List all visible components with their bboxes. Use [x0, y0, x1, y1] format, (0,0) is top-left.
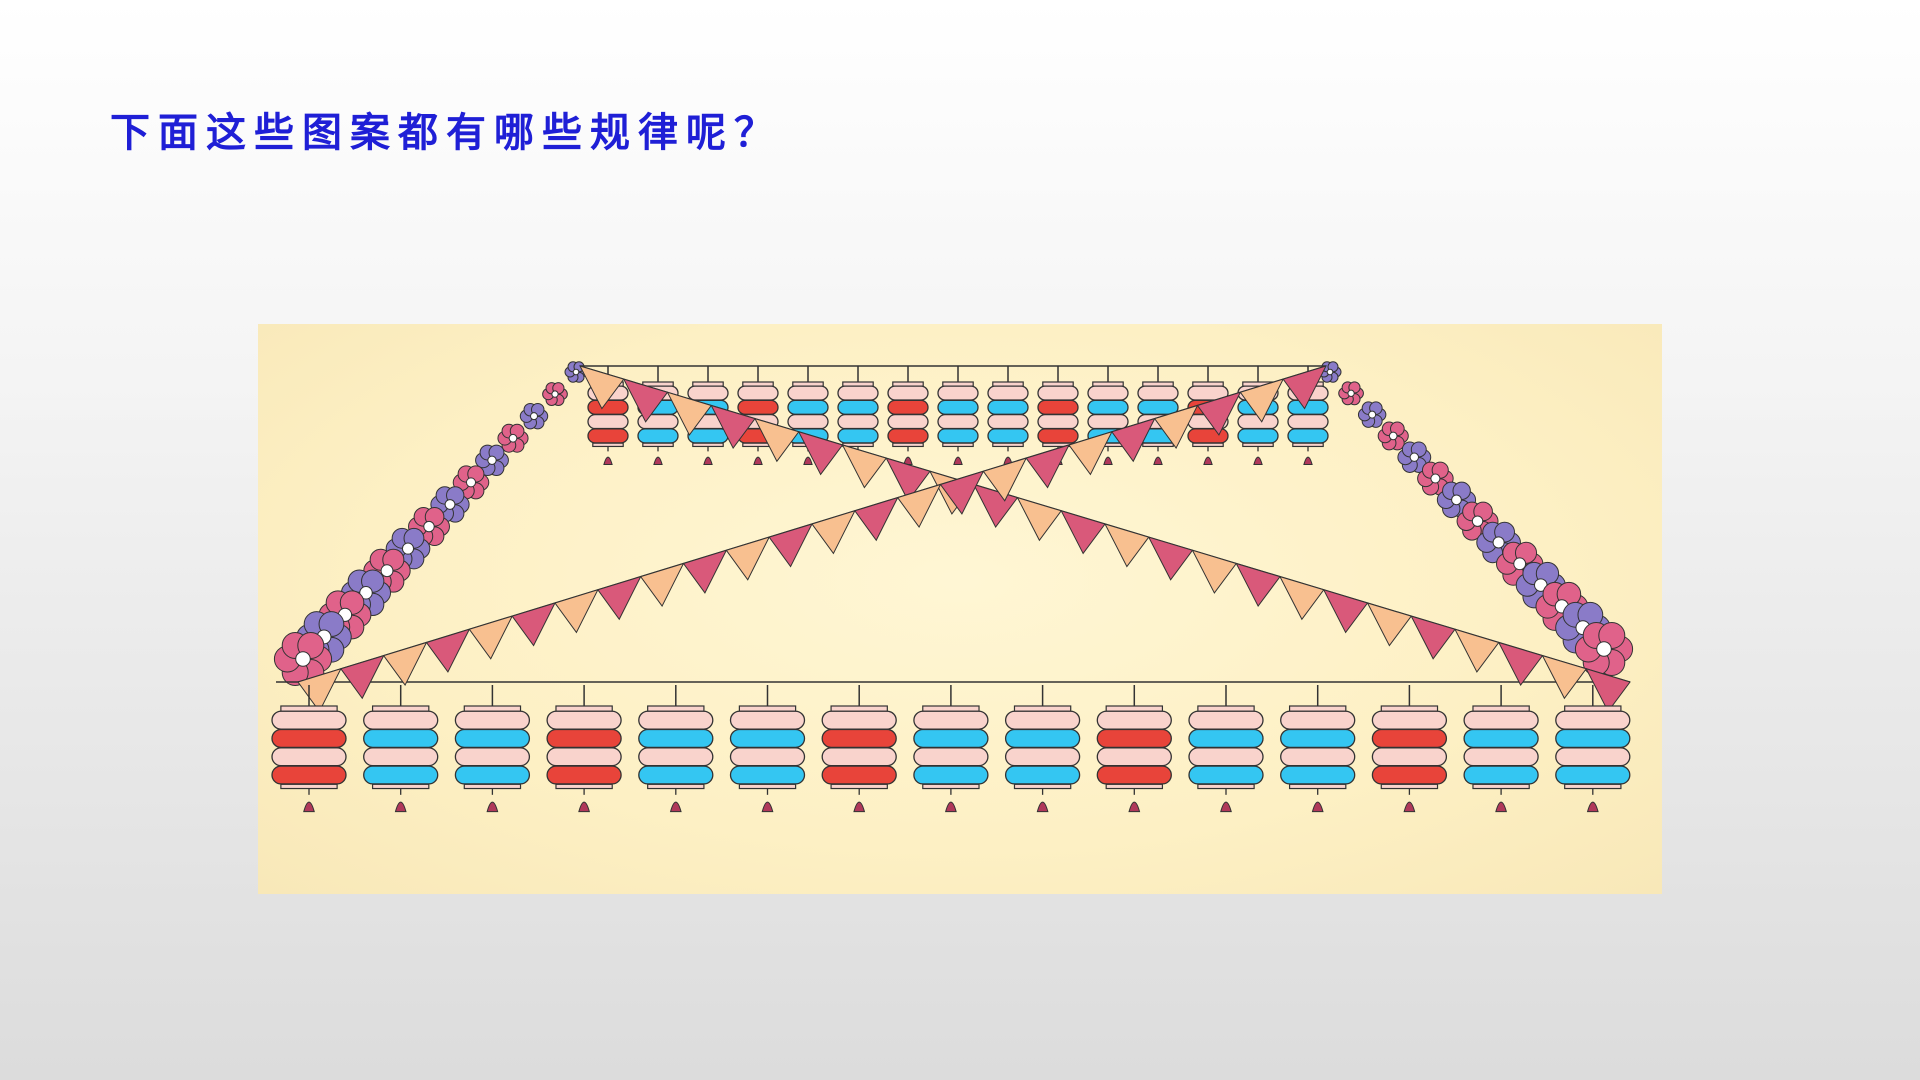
flag [1585, 668, 1631, 713]
pink-flower [497, 423, 529, 453]
flag [972, 483, 1019, 529]
blue-lantern [913, 685, 989, 813]
purple-flower [1436, 481, 1477, 519]
flag [682, 549, 728, 594]
blue-lantern [937, 365, 979, 465]
flag [1025, 444, 1070, 489]
blue-lantern [1555, 685, 1631, 813]
flag [554, 589, 599, 634]
flag [579, 365, 625, 410]
pink-flower [1377, 421, 1409, 451]
flag [1147, 536, 1194, 581]
flag [1111, 417, 1156, 463]
flag [340, 654, 385, 700]
purple-flower [1357, 401, 1387, 428]
red-lantern [887, 365, 929, 465]
purple-flower [1397, 441, 1432, 473]
flag [1497, 641, 1544, 687]
pattern-illustration [258, 324, 1662, 894]
flag [1016, 496, 1063, 542]
flag [710, 404, 756, 450]
flag [768, 523, 813, 568]
flag [1282, 365, 1327, 410]
blue-lantern [1463, 685, 1539, 813]
bottom-lantern-row [271, 685, 1631, 813]
flag [1239, 378, 1285, 423]
flag [725, 536, 771, 581]
flag [982, 457, 1028, 502]
slide-title: 下面这些图案都有哪些规律呢？ [110, 110, 782, 156]
flag [1279, 575, 1325, 621]
blue-lantern [454, 685, 531, 813]
flag [854, 496, 899, 542]
flag [797, 431, 844, 476]
blue-lantern [987, 365, 1029, 465]
flag [1191, 549, 1238, 594]
red-lantern [1096, 685, 1172, 813]
red-lantern [1037, 365, 1079, 465]
flag [811, 510, 856, 555]
flag [639, 562, 685, 608]
flag [1541, 654, 1588, 700]
flag [597, 575, 642, 621]
red-lantern [821, 685, 897, 813]
flag [1060, 510, 1106, 555]
red-lantern [546, 685, 622, 813]
flag [1235, 562, 1281, 608]
blue-lantern [1188, 685, 1264, 813]
blue-lantern [729, 685, 806, 813]
red-lantern [271, 685, 347, 813]
flag [1153, 404, 1199, 450]
purple-flower [519, 402, 549, 430]
flag [939, 470, 985, 515]
flag [382, 641, 428, 687]
pink-flower [452, 465, 490, 500]
flag [754, 417, 800, 463]
flag [1454, 628, 1500, 673]
blue-lantern [1287, 365, 1329, 465]
flag [511, 602, 556, 647]
pattern-illustration-svg [271, 361, 1634, 813]
pink-flower [1338, 381, 1364, 406]
flag [1068, 431, 1113, 476]
flag [666, 391, 713, 436]
flag [841, 444, 888, 489]
flag [622, 378, 669, 423]
flower-garlands [273, 361, 1634, 687]
pink-flower [1574, 621, 1634, 677]
flag [1196, 391, 1242, 436]
flag [468, 615, 514, 660]
flag [1104, 523, 1150, 568]
flag [896, 483, 942, 529]
red-lantern [1371, 685, 1448, 813]
blue-lantern [638, 685, 714, 813]
purple-flower [475, 444, 509, 477]
flag [1322, 589, 1369, 634]
flag [1366, 602, 1413, 647]
blue-lantern [363, 685, 439, 813]
flag [885, 457, 931, 502]
blue-lantern [1004, 685, 1081, 813]
flag [1410, 615, 1456, 660]
pink-flower [542, 382, 568, 407]
blue-lantern [1280, 685, 1356, 813]
flag-garlands [297, 365, 1631, 713]
flag [425, 628, 471, 673]
lantern-strings [276, 365, 1630, 683]
